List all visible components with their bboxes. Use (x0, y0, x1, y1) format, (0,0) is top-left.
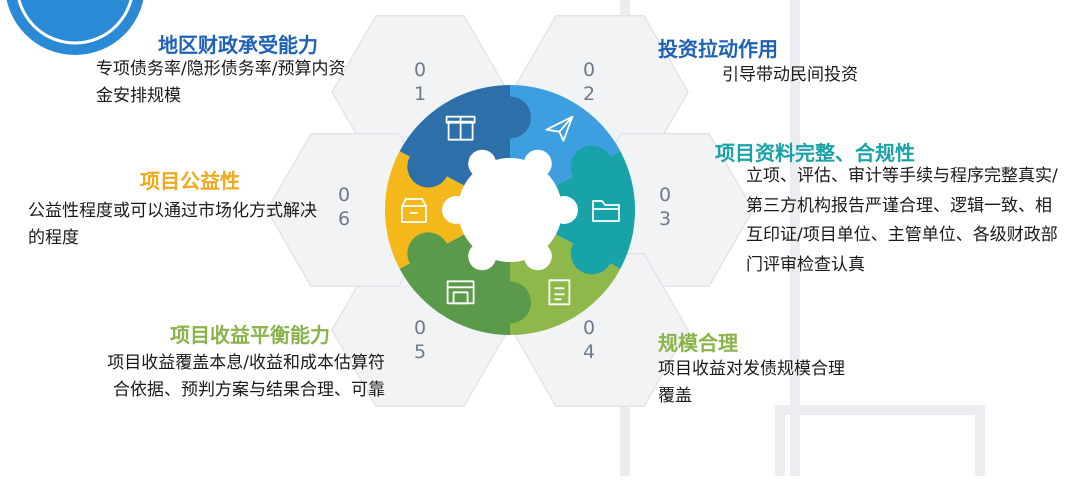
shop-icon (446, 280, 475, 305)
number-digit: 0 (337, 184, 351, 206)
background-frame-rect (775, 405, 985, 480)
item-01-desc: 专项债务率/隐形债务率/预算内资金安排规模 (96, 59, 346, 106)
number-digit: 1 (413, 83, 427, 105)
corner-badge (6, 0, 144, 55)
paper-plane-icon-stroke (545, 115, 574, 142)
document-icon (548, 279, 571, 306)
number-digit: 3 (658, 208, 672, 230)
puzzle-knob (407, 232, 450, 275)
wheel-center (458, 158, 562, 262)
number-05: 0 5 (405, 316, 435, 364)
puzzle-knob (407, 145, 450, 188)
wheel (384, 84, 636, 335)
puzzle-knob (489, 281, 531, 324)
center-notch (523, 242, 552, 271)
number-digit: 0 (658, 184, 672, 206)
box-icon-stroke (401, 198, 427, 207)
item-04-desc: 项目收益对发债规模合理覆盖 (658, 359, 845, 406)
number-digit: 6 (337, 208, 351, 230)
number-02: 0 2 (574, 58, 604, 106)
number-digit: 0 (582, 59, 596, 81)
center-notch (442, 196, 470, 224)
number-01: 0 1 (405, 58, 435, 106)
document-icon-stroke (548, 279, 571, 306)
gift-icon (445, 115, 476, 141)
box-icon-stroke (401, 205, 427, 223)
item-05-desc: 项目收益覆盖本息/收益和成本估算符合依据、预判方案与结果合理、可靠 (107, 353, 385, 400)
item-06-desc: 公益性程度或可以通过市场化方式解决的程度 (28, 201, 317, 248)
item-03-desc: 立项、评估、审计等手续与程序完整真实/第三方机构报告严谨合理、逻辑一致、相互印证… (746, 166, 1058, 275)
number-digit: 0 (582, 317, 596, 339)
segment-icons (401, 115, 620, 306)
center-notch (523, 149, 552, 178)
item-04-title: 规模合理 (658, 331, 738, 355)
center-notch (550, 196, 578, 224)
item-03-title: 项目资料完整、合规性 (715, 141, 915, 165)
document-icon-stroke (554, 287, 565, 301)
folder-icon (592, 200, 620, 222)
item-02-title: 投资拉动作用 (658, 37, 778, 61)
number-03: 0 3 (650, 183, 680, 231)
number-digit: 0 (413, 317, 427, 339)
number-06: 0 6 (329, 183, 359, 231)
number-04: 0 4 (574, 316, 604, 364)
folder-icon-stroke (592, 200, 620, 222)
puzzle-knob (489, 96, 531, 139)
number-digit: 0 (413, 59, 427, 81)
center-notch (468, 242, 497, 271)
item-02-desc: 引导带动民间投资 (722, 65, 858, 85)
corner-badge-ring (17, 0, 133, 45)
corner-badge-circle (6, 0, 144, 55)
shop-icon-stroke (452, 291, 469, 305)
item-05-title: 项目收益平衡能力 (170, 323, 330, 347)
box-icon (401, 198, 427, 223)
number-digit: 2 (582, 83, 596, 105)
center-notch (468, 149, 497, 178)
item-06-title: 项目公益性 (140, 169, 240, 193)
number-digit: 4 (582, 341, 596, 363)
paper-plane-icon (545, 115, 574, 142)
item-01-title: 地区财政承受能力 (158, 33, 318, 57)
number-digit: 5 (413, 341, 427, 363)
puzzle-knob (570, 145, 613, 188)
wheel-segment-3 (555, 151, 636, 269)
wheel-segment-6 (384, 151, 465, 269)
puzzle-knob (570, 232, 613, 275)
